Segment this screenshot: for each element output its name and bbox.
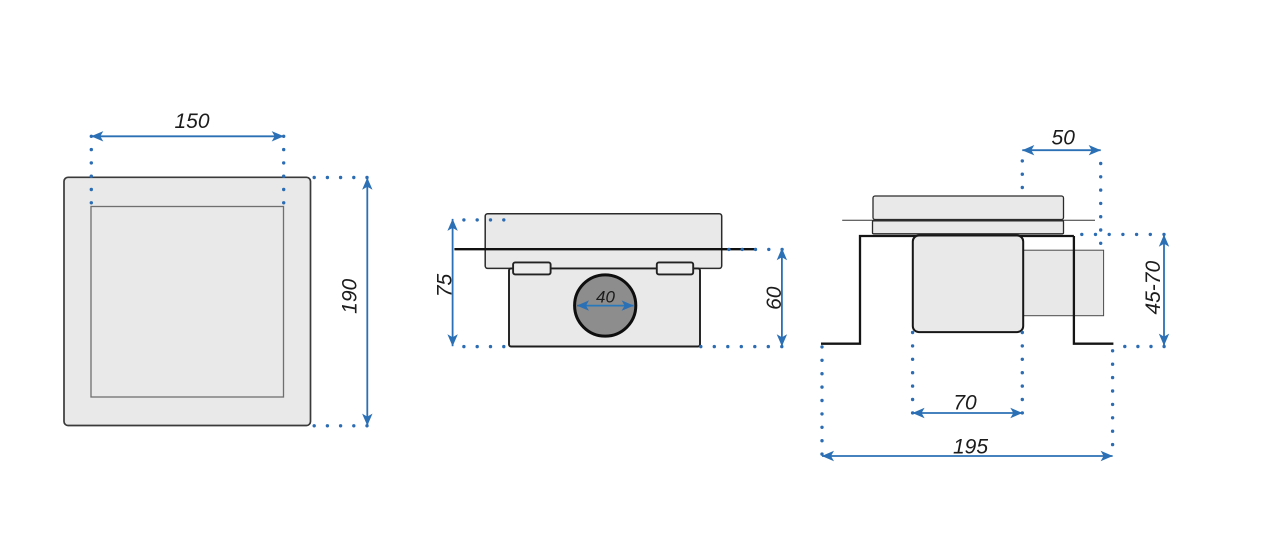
svg-text:195: 195 <box>953 435 988 458</box>
svg-text:45-70: 45-70 <box>1142 261 1165 315</box>
svg-text:50: 50 <box>1052 127 1076 150</box>
svg-text:70: 70 <box>953 392 977 415</box>
svg-text:60: 60 <box>763 286 786 310</box>
svg-text:40: 40 <box>596 288 615 307</box>
svg-text:190: 190 <box>339 278 362 313</box>
svg-text:75: 75 <box>434 274 457 298</box>
svg-text:150: 150 <box>174 110 209 133</box>
